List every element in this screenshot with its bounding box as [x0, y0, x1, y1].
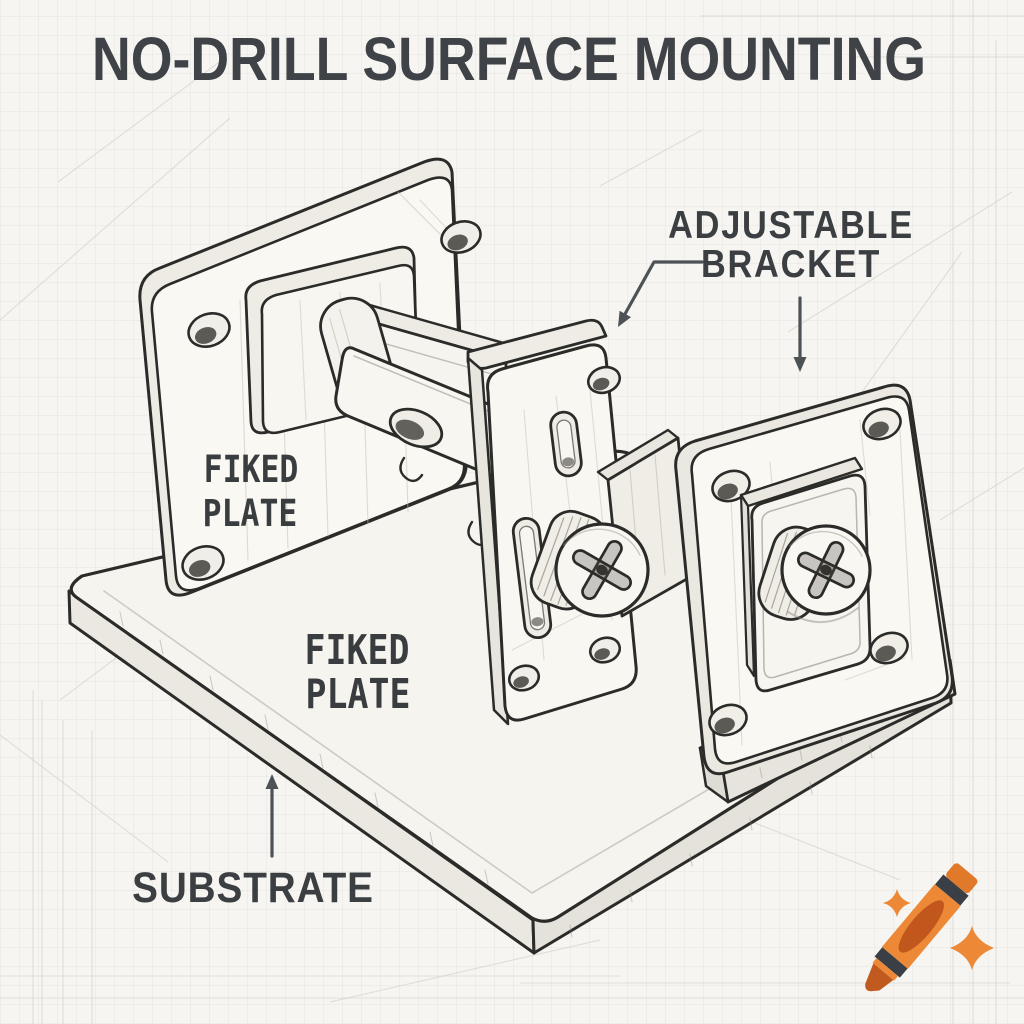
crayon-icon — [865, 863, 994, 992]
construction-lines — [0, 59, 1024, 1003]
page-title: NO-DRILL SURFACE MOUNTING — [91, 25, 927, 93]
screw-hole — [708, 703, 748, 737]
screw-hole — [587, 365, 621, 395]
label-fixed-plate-left-line2: PLATE — [202, 492, 298, 535]
screw-hole — [588, 636, 622, 664]
screw-hole — [711, 469, 751, 503]
phillips-cross — [796, 540, 856, 600]
thumb-screw — [757, 524, 872, 624]
sparkle-icon — [883, 889, 911, 917]
adjustment-slot — [549, 410, 583, 478]
sparkle-icon — [950, 926, 994, 970]
callout-arrows — [265, 260, 807, 858]
label-substrate: SUBSTRATE — [132, 864, 374, 912]
screw-hole — [440, 220, 482, 254]
label-fixed-plate-center-line2: PLATE — [305, 670, 411, 718]
screw-hole — [181, 545, 225, 581]
phillips-cross — [571, 539, 633, 601]
screw-hole — [507, 664, 541, 692]
fixed-plate-left — [138, 157, 482, 597]
screw-hole — [869, 631, 909, 665]
strap-hole — [388, 407, 444, 449]
thumb-screw — [529, 509, 650, 618]
label-adjustable-bracket-line2: BRACKET — [700, 243, 882, 286]
label-adjustable-bracket-line1: ADJUSTABLE — [668, 204, 914, 247]
substrate-up-arrow — [265, 774, 279, 858]
screw-hole — [862, 407, 902, 441]
label-fixed-plate-center-line1: FIKED — [304, 626, 410, 674]
bracket-down-arrow — [793, 296, 807, 372]
label-fixed-plate-left-line1: FIKED — [203, 448, 299, 491]
bracket-leader-arrow — [618, 260, 704, 327]
screw-hole — [187, 312, 231, 348]
fixed-plate-right — [674, 383, 957, 804]
